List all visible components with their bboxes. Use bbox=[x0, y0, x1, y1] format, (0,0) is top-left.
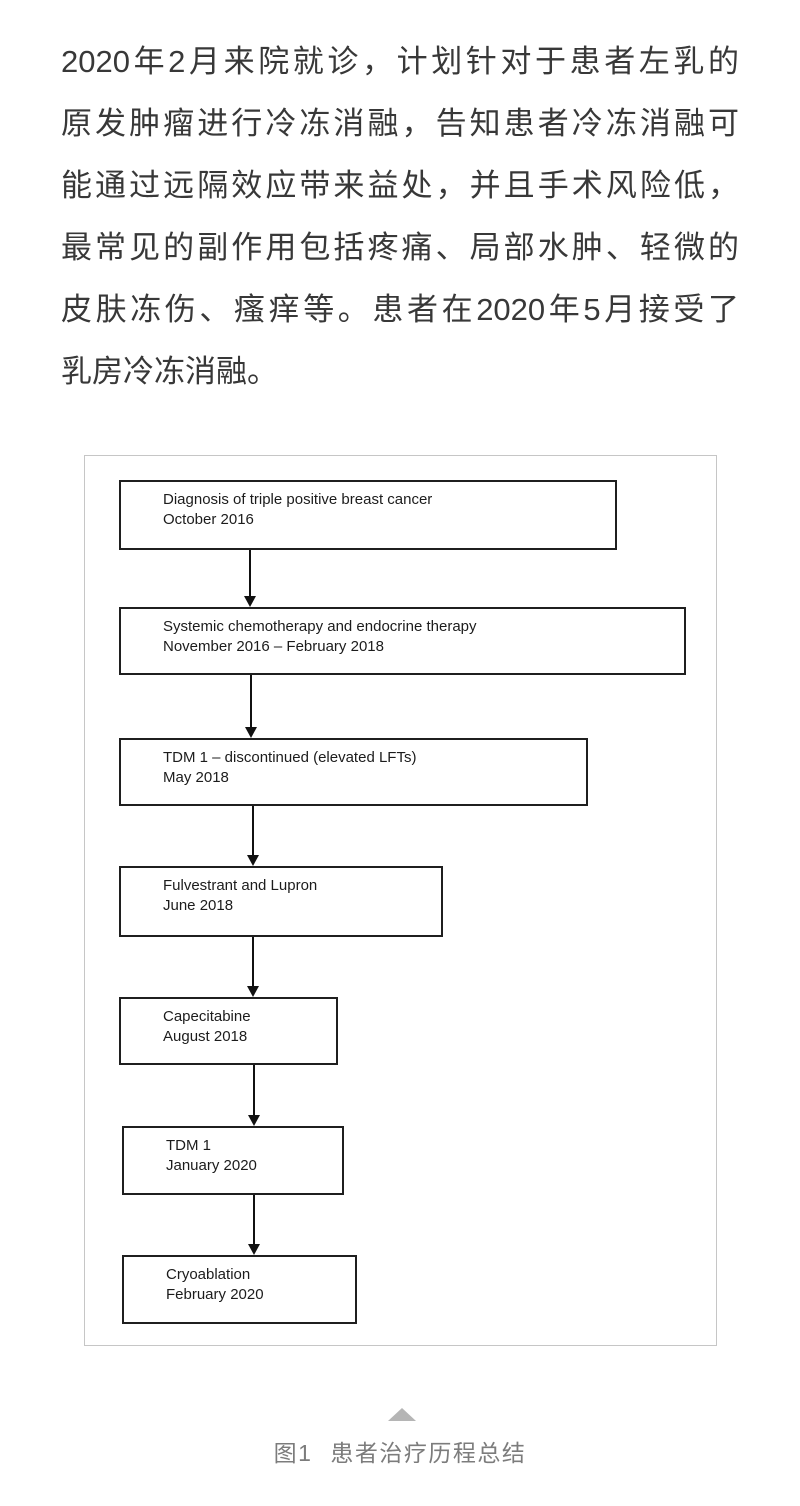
down-arrow-connector bbox=[247, 806, 259, 866]
paragraph-line: 最常见的副作用包括疼痛、局部水肿、轻微的 bbox=[61, 230, 739, 265]
step-date: November 2016 – February 2018 bbox=[163, 638, 384, 655]
paragraph-line: 2020年2月来院就诊，计划针对于患者左乳的 bbox=[61, 44, 739, 79]
flowchart-step-chemo-endocrine: Systemic chemotherapy and endocrine ther… bbox=[119, 607, 686, 675]
flowchart-step-diagnosis: Diagnosis of triple positive breast canc… bbox=[119, 480, 617, 550]
arrow-head-icon bbox=[245, 727, 257, 738]
paragraph-line: 乳房冷冻消融。 bbox=[61, 354, 278, 389]
down-arrow-connector bbox=[248, 1195, 260, 1255]
paragraph-line: 原发肿瘤进行冷冻消融，告知患者冷冻消融可 bbox=[61, 106, 739, 141]
figure-flowchart-frame: Diagnosis of triple positive breast canc… bbox=[84, 455, 717, 1346]
step-date: February 2020 bbox=[166, 1286, 264, 1303]
down-arrow-connector bbox=[244, 550, 256, 607]
down-arrow-connector bbox=[245, 675, 257, 738]
step-title: Capecitabine bbox=[163, 1008, 251, 1025]
paragraph-line: 皮肤冻伤、瘙痒等。患者在2020年5月接受了 bbox=[61, 292, 739, 327]
step-date: January 2020 bbox=[166, 1157, 257, 1174]
step-title: Systemic chemotherapy and endocrine ther… bbox=[163, 618, 477, 635]
flowchart-step-tdm1: TDM 1 January 2020 bbox=[122, 1126, 344, 1195]
flowchart-step-capecitabine: Capecitabine August 2018 bbox=[119, 997, 338, 1065]
step-date: August 2018 bbox=[163, 1028, 248, 1045]
step-date: October 2016 bbox=[163, 511, 254, 528]
arrow-shaft bbox=[253, 1195, 255, 1244]
collapse-triangle-icon[interactable] bbox=[388, 1408, 416, 1421]
arrow-shaft bbox=[250, 675, 252, 727]
step-title: TDM 1 bbox=[166, 1137, 211, 1154]
step-date: May 2018 bbox=[163, 769, 229, 786]
step-title: Cryoablation bbox=[166, 1266, 251, 1283]
arrow-head-icon bbox=[247, 855, 259, 866]
arrow-shaft bbox=[249, 550, 251, 596]
article-paragraph: 2020年2月来院就诊，计划针对于患者左乳的 原发肿瘤进行冷冻消融，告知患者冷冻… bbox=[61, 31, 739, 403]
arrow-head-icon bbox=[248, 1115, 260, 1126]
paragraph-line: 能通过远隔效应带来益处，并且手术风险低， bbox=[61, 168, 739, 203]
flowchart-step-tdm1-discontinued: TDM 1 – discontinued (elevated LFTs) May… bbox=[119, 738, 588, 806]
step-title: Diagnosis of triple positive breast canc… bbox=[163, 491, 433, 508]
flowchart-step-cryoablation: Cryoablation February 2020 bbox=[122, 1255, 357, 1324]
arrow-head-icon bbox=[247, 986, 259, 997]
arrow-shaft bbox=[252, 806, 254, 855]
step-date: June 2018 bbox=[163, 897, 234, 914]
down-arrow-connector bbox=[247, 937, 259, 997]
step-title: Fulvestrant and Lupron bbox=[163, 877, 318, 894]
step-title: TDM 1 – discontinued (elevated LFTs) bbox=[163, 749, 417, 766]
flowchart-step-fulvestrant-lupron: Fulvestrant and Lupron June 2018 bbox=[119, 866, 443, 937]
arrow-shaft bbox=[253, 1065, 255, 1115]
figure-caption: 图1 患者治疗历程总结 bbox=[273, 1440, 527, 1466]
arrow-head-icon bbox=[248, 1244, 260, 1255]
down-arrow-connector bbox=[248, 1065, 260, 1126]
arrow-shaft bbox=[252, 937, 254, 986]
arrow-head-icon bbox=[244, 596, 256, 607]
